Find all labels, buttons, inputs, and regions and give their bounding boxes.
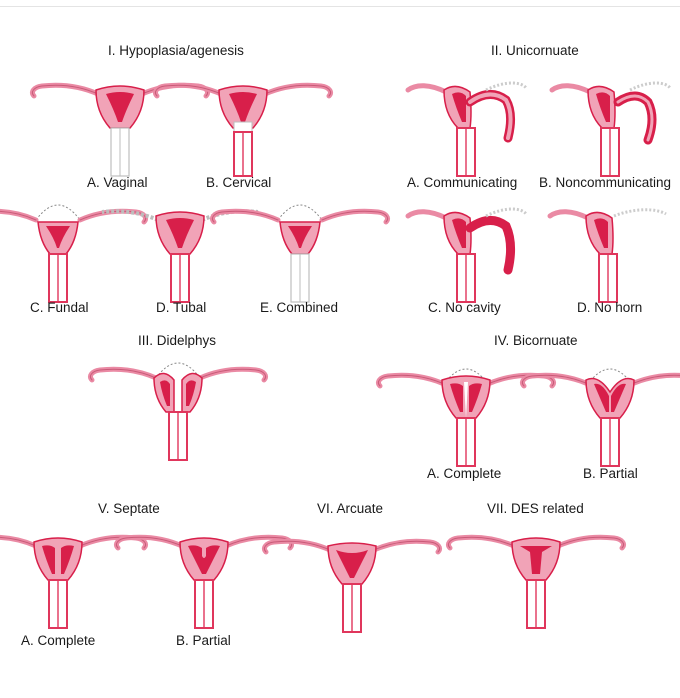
- label-2a: A. Communicating: [407, 175, 518, 190]
- figure-2d-no-horn: [547, 208, 667, 303]
- label-1e: E. Combined: [260, 300, 339, 315]
- top-divider: [0, 6, 680, 7]
- figure-1e-combined: [212, 204, 387, 303]
- label-1a: A. Vaginal: [87, 175, 148, 190]
- figure-4a-bicornuate-complete: [378, 368, 553, 467]
- label-1d: D. Tubal: [156, 300, 207, 315]
- figure-2b-noncommunicating: [549, 81, 672, 177]
- section-7-title: VII. DES related: [487, 501, 584, 516]
- label-2c: C. No cavity: [428, 300, 501, 315]
- figure-1b-cervical: [155, 85, 330, 177]
- figure-2a-communicating: [405, 81, 528, 177]
- section-3-title: III. Didelphys: [138, 333, 217, 348]
- figure-6-arcuate: [264, 541, 439, 633]
- label-1b: B. Cervical: [206, 175, 272, 190]
- label-4b: B. Partial: [583, 466, 638, 481]
- section-5-title: V. Septate: [98, 501, 160, 516]
- figure-1d-tubal: [101, 209, 259, 303]
- figure-1a-vaginal: [32, 85, 207, 177]
- label-2d: D. No horn: [577, 300, 643, 315]
- label-5a: A. Complete: [21, 633, 96, 648]
- figure-1c-fundal: [0, 204, 146, 303]
- figure-2c-no-cavity: [405, 207, 528, 303]
- label-4a: A. Complete: [427, 466, 502, 481]
- figure-3-didelphys: [90, 362, 265, 461]
- figure-5a-septate-complete: [0, 537, 146, 629]
- label-2b: B. Noncommunicating: [539, 175, 672, 190]
- label-5b: B. Partial: [176, 633, 231, 648]
- figure-5b-septate-partial: [116, 537, 291, 629]
- section-4-title: IV. Bicornuate: [494, 333, 578, 348]
- figure-7-des-related: [448, 537, 623, 629]
- section-1-title: I. Hypoplasia/agenesis: [108, 43, 244, 58]
- label-1c: C. Fundal: [30, 300, 89, 315]
- figure-4b-bicornuate-partial: [522, 368, 680, 467]
- section-6-title: VI. Arcuate: [317, 501, 384, 516]
- section-2-title: II. Unicornuate: [491, 43, 579, 58]
